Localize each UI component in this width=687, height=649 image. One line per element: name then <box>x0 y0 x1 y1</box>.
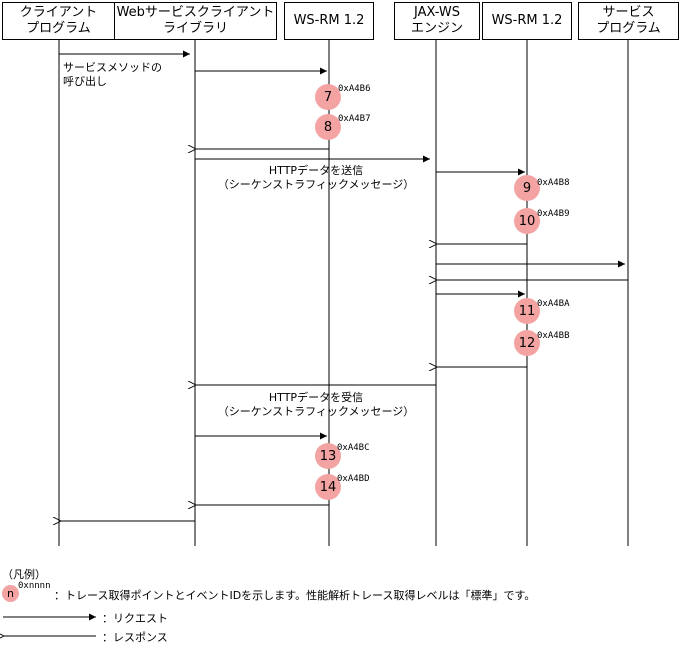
trace-point-event-id: 0xA4BC <box>337 443 370 453</box>
lifeline-ws-rm-server: WS-RM 1.2 <box>482 2 572 40</box>
trace-point-event-id: 0xA4B6 <box>338 84 371 94</box>
lifeline-service-program: サービス プログラム <box>578 2 679 40</box>
trace-point-marker: 13 <box>315 443 341 469</box>
message-send-http-data: HTTPデータを送信 （シーケンストラフィックメッセージ） <box>217 164 415 191</box>
trace-point-marker: 14 <box>315 474 341 500</box>
trace-point-marker: 10 <box>514 208 540 234</box>
lifeline-jax-ws-engine: JAX-WS エンジン <box>394 2 480 40</box>
trace-point-event-id: 0xA4B8 <box>537 178 570 188</box>
trace-point-event-id: 0xA4B7 <box>338 114 371 124</box>
trace-point-marker: 12 <box>514 330 540 356</box>
trace-point-marker: 9 <box>514 175 540 201</box>
trace-point-marker: 11 <box>514 298 540 324</box>
trace-point-event-id: 0xA4BA <box>537 299 570 309</box>
trace-point-marker: 7 <box>315 84 341 110</box>
lifeline-web-service-client-library: Webサービスクライアント ライブラリ <box>114 2 277 40</box>
trace-point-marker: 8 <box>315 114 341 140</box>
legend-response-label: ：レスポンス <box>102 631 168 644</box>
trace-point-event-id: 0xA4BD <box>337 474 370 484</box>
trace-point-event-id: 0xA4B9 <box>537 209 570 219</box>
message-invoke-service-method: サービスメソッドの 呼び出し <box>63 61 162 88</box>
legend-trace-description: ：トレース取得ポイントとイベントIDを示します。性能解析トレース取得レベルは「標… <box>54 589 536 602</box>
lifeline-ws-rm-client: WS-RM 1.2 <box>284 2 374 40</box>
legend-title: （凡例） <box>2 568 46 581</box>
legend-request-label: ：リクエスト <box>102 612 168 625</box>
trace-point-event-id: 0xA4BB <box>537 331 570 341</box>
message-receive-http-data: HTTPデータを受信 （シーケンストラフィックメッセージ） <box>217 391 415 418</box>
legend-trace-marker: n <box>2 585 19 602</box>
lifeline-client-program: クライアント プログラム <box>2 2 115 40</box>
legend-event-id-sample: 0xnnnn <box>18 581 51 591</box>
